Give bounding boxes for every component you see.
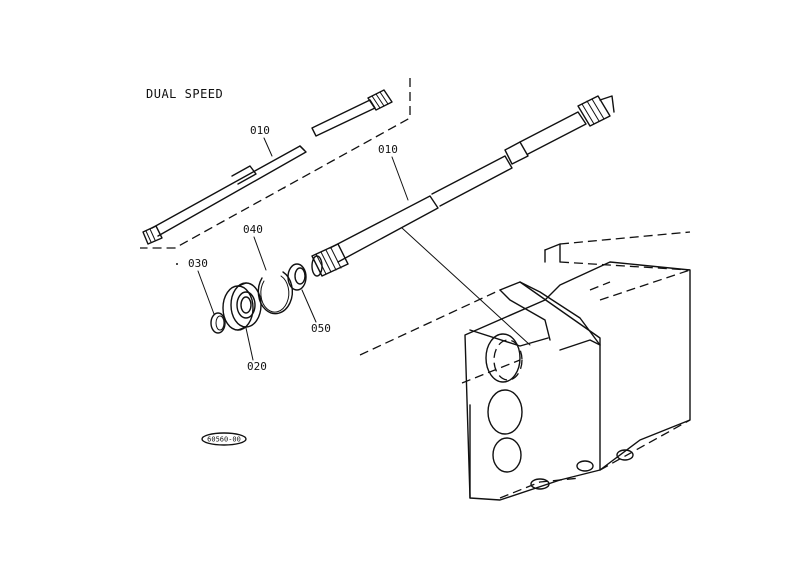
shaft-to-housing-leader bbox=[401, 227, 531, 346]
callout-main-shaft: 010 bbox=[378, 143, 409, 201]
svg-text:020: 020 bbox=[247, 360, 267, 373]
callout-bearing: 020 bbox=[245, 327, 267, 373]
diagram-title: DUAL SPEED bbox=[146, 87, 223, 101]
upper-shaft bbox=[142, 89, 393, 245]
washer-050 bbox=[287, 263, 307, 291]
svg-text:010: 010 bbox=[250, 124, 270, 137]
svg-text:040: 040 bbox=[243, 223, 263, 236]
callout-snap-ring-inner: 030 bbox=[188, 257, 215, 315]
snap-ring-030 bbox=[210, 312, 226, 334]
svg-text:60560-00: 60560-00 bbox=[207, 436, 241, 444]
transmission-housing bbox=[359, 231, 691, 501]
svg-text:050: 050 bbox=[311, 322, 331, 335]
dual-speed-frame bbox=[140, 78, 411, 249]
svg-text:010: 010 bbox=[378, 143, 398, 156]
svg-text:030: 030 bbox=[188, 257, 208, 270]
bearing-020 bbox=[222, 282, 262, 331]
main-shaft bbox=[311, 95, 615, 277]
reference-code-badge: 60560-00 bbox=[201, 432, 247, 446]
snap-ring-040 bbox=[257, 271, 294, 315]
callout-snap-ring-outer: 040 bbox=[243, 223, 267, 271]
callout-upper-shaft: 010 bbox=[250, 124, 273, 157]
callout-washer: 050 bbox=[301, 289, 331, 335]
